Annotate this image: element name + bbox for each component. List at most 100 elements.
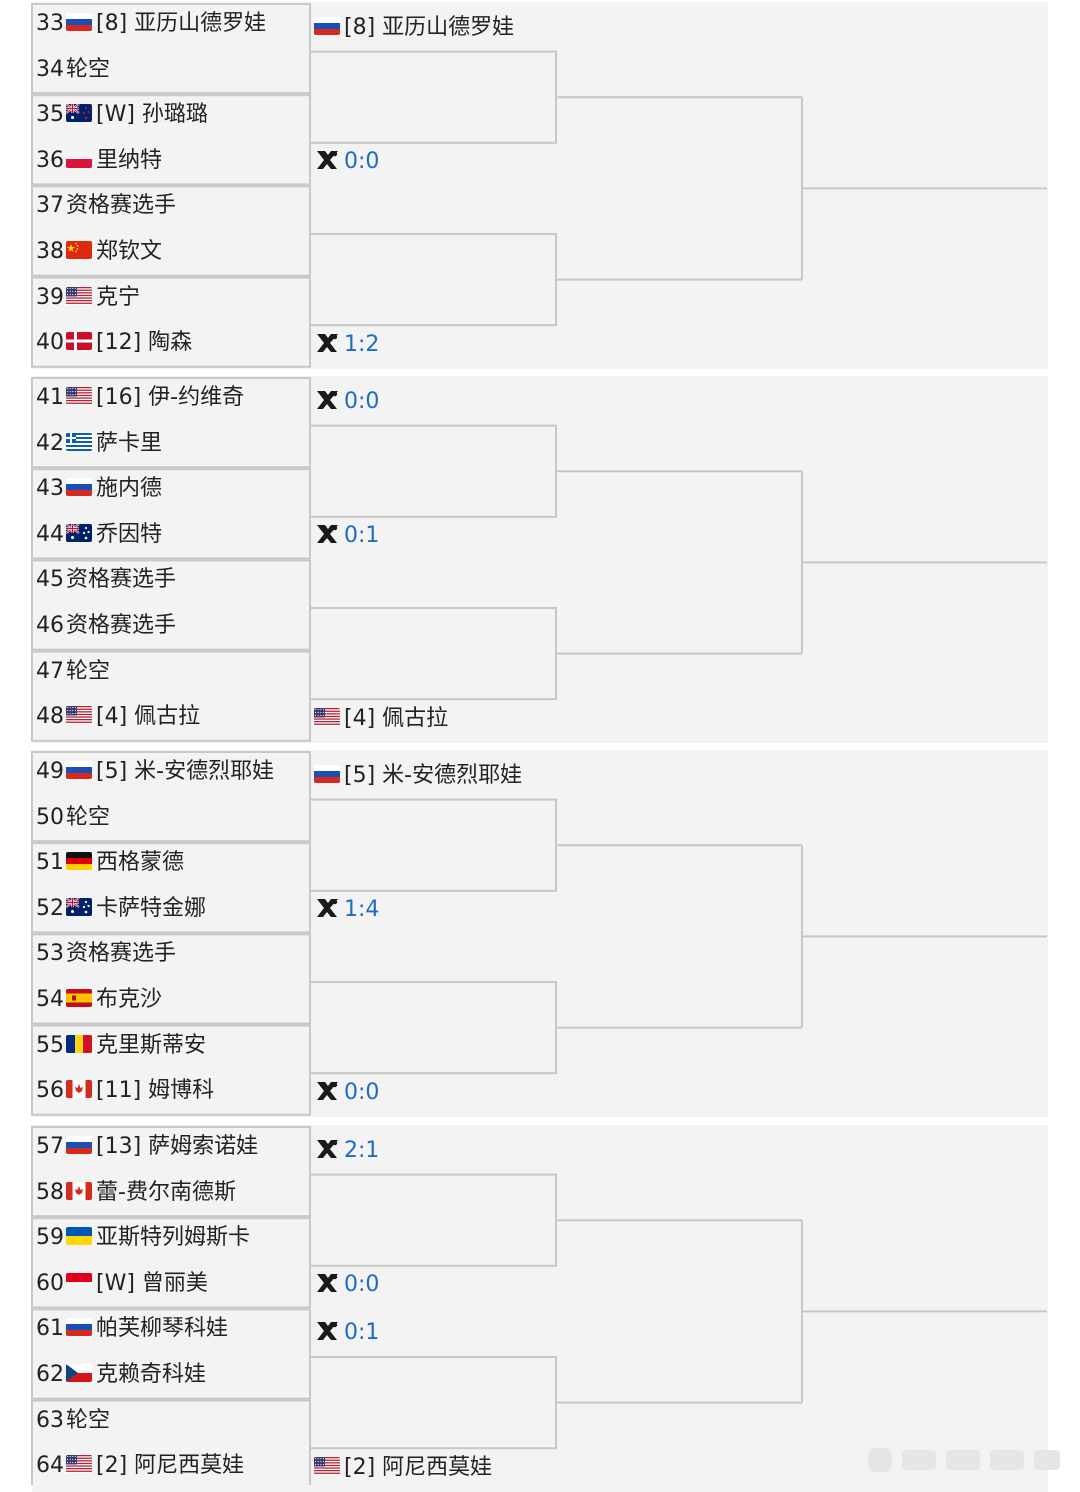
player-row-49[interactable]: 49[5] 米-安德烈耶娃 [36, 752, 274, 792]
r2-player[interactable]: [8] 亚历山德罗娃 [314, 10, 514, 46]
player-name: 资格赛选手 [66, 193, 177, 219]
match-score[interactable]: 0:0 [314, 384, 379, 420]
player-row-33[interactable]: 33[8] 亚历山德罗娃 [36, 4, 266, 44]
score-value: 0:1 [344, 1320, 380, 1346]
r1-match-box [31, 3, 311, 95]
player-row-61[interactable]: 61 帕芙柳琴科娃 [36, 1309, 228, 1349]
seed-number: 49 [36, 759, 64, 784]
r1-match-box [31, 1308, 311, 1400]
player-name: 布克沙 [96, 987, 163, 1012]
player-row-63[interactable]: 63轮空 [36, 1401, 110, 1441]
score-value: 0:0 [344, 149, 380, 175]
player-row-50[interactable]: 50轮空 [36, 798, 110, 838]
player-name: 蕾-费尔南德斯 [96, 1179, 236, 1205]
player-row-40[interactable]: 40 [12] 陶森 [36, 323, 192, 363]
player-name: 萨卡里 [96, 430, 163, 456]
player-row-34[interactable]: 34轮空 [36, 50, 110, 90]
score-value: 1:2 [344, 331, 380, 357]
match-score[interactable]: 0:0 [314, 1075, 379, 1111]
flag-ru-icon [66, 13, 92, 31]
match-score[interactable]: 0:1 [314, 1315, 379, 1351]
player-name: [16] 伊-约维奇 [96, 385, 245, 410]
flag-id-icon [66, 1272, 92, 1291]
r1-match-box [31, 933, 311, 1025]
seed-number: 42 [36, 430, 64, 456]
player-row-45[interactable]: 45资格赛选手 [36, 560, 176, 600]
flag-ru-icon [66, 1136, 92, 1154]
player-row-38[interactable]: 38 郑钦文 [36, 232, 162, 272]
player-row-41[interactable]: 41 [16] 伊-约维奇 [36, 378, 244, 418]
seed-number: 33 [36, 11, 64, 36]
seed-number: 47 [36, 658, 64, 684]
seed-number: 36 [36, 147, 64, 173]
crossed-rackets-icon [314, 1272, 340, 1297]
seed-number: 63 [36, 1407, 64, 1433]
player-name: [W] 曾丽美 [96, 1270, 208, 1296]
player-row-42[interactable]: 42 萨卡里 [36, 424, 162, 464]
match-score[interactable]: 1:4 [314, 892, 379, 928]
score-value: 0:0 [344, 1079, 380, 1105]
player-row-47[interactable]: 47轮空 [36, 652, 110, 692]
player-row-35[interactable]: 35[W] 孙璐璐 [36, 95, 208, 135]
match-score[interactable]: 0:0 [314, 144, 379, 180]
watermark-icon [868, 1448, 1060, 1472]
player-row-37[interactable]: 37资格赛选手 [36, 186, 176, 226]
seed-number: 41 [36, 385, 64, 410]
player-name: [13] 萨姆索诺娃 [96, 1134, 259, 1159]
seed-number: 40 [36, 330, 64, 356]
seed-number: 60 [36, 1270, 64, 1296]
player-row-56[interactable]: 56 [11] 姆博科 [36, 1071, 214, 1111]
player-row-55[interactable]: 55 克里斯蒂安 [36, 1026, 206, 1066]
seed-number: 57 [36, 1134, 64, 1159]
match-score[interactable]: 1:2 [314, 327, 379, 363]
seed-number: 61 [36, 1316, 64, 1342]
player-name: 轮空 [66, 1407, 111, 1433]
r1-match-box [31, 559, 311, 651]
match-score[interactable]: 2:1 [314, 1133, 379, 1169]
seed-number: 52 [36, 895, 64, 921]
seed-number: 39 [36, 284, 64, 310]
player-name: 克里斯蒂安 [96, 1032, 207, 1058]
seed-number: 46 [36, 613, 64, 638]
seed-number: 50 [36, 804, 64, 830]
player-row-53[interactable]: 53资格赛选手 [36, 934, 176, 974]
seed-number: 37 [36, 193, 64, 219]
seed-number: 56 [36, 1078, 64, 1104]
player-name: [11] 姆博科 [96, 1078, 215, 1104]
seed-number: 64 [36, 1453, 64, 1479]
player-name: 帕芙柳琴科娃 [96, 1316, 229, 1342]
player-name: [12] 陶森 [96, 330, 193, 356]
score-value: 0:1 [344, 523, 380, 549]
match-score[interactable]: 0:0 [314, 1267, 379, 1303]
r2-player[interactable]: [5] 米-安德烈耶娃 [314, 758, 522, 794]
flag-dk-icon [66, 332, 92, 351]
flag-us-icon [314, 707, 340, 726]
player-row-57[interactable]: 57 [13] 萨姆索诺娃 [36, 1127, 258, 1167]
seed-number: 55 [36, 1032, 64, 1058]
seed-number: 43 [36, 476, 64, 502]
player-row-60[interactable]: 60 [W] 曾丽美 [36, 1264, 208, 1304]
r2-player[interactable]: [2] 阿尼西莫娃 [314, 1450, 492, 1486]
player-name: [8] 亚历山德罗娃 [344, 15, 515, 40]
player-row-64[interactable]: 64[2] 阿尼西莫娃 [36, 1446, 244, 1486]
r2-player[interactable]: [4] 佩古拉 [314, 701, 448, 737]
seed-number: 38 [36, 239, 64, 264]
flag-cz-icon [66, 1364, 92, 1382]
player-row-48[interactable]: 48[4] 佩古拉 [36, 697, 200, 737]
match-score[interactable]: 0:1 [314, 518, 379, 554]
player-row-46[interactable]: 46资格赛选手 [36, 606, 176, 646]
player-name: 郑钦文 [96, 239, 163, 264]
player-name: 西格蒙德 [96, 850, 185, 876]
seed-number: 34 [36, 56, 64, 82]
r1-match-box [31, 185, 311, 277]
